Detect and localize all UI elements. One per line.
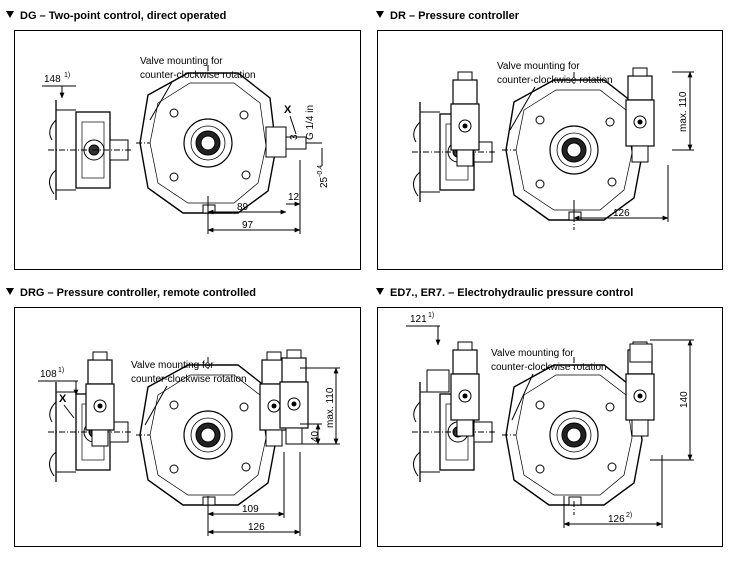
note-line-2: counter-clockwise rotation (491, 362, 607, 373)
dim-25: 25 (319, 176, 330, 188)
title-text: DG – Two-point control, direct operated (20, 10, 227, 22)
note-line-2: counter-clockwise rotation (497, 75, 613, 86)
dim-126: 126 (613, 208, 630, 219)
drg-annotations: Valve mounting for counter-clockwise rot… (38, 360, 340, 536)
dim-148: 148 (44, 74, 61, 85)
dg-side-view (47, 99, 133, 201)
bullet-triangle-icon (6, 288, 14, 295)
panel-title-dr: DR – Pressure controller (376, 10, 519, 22)
panel-frame-ed7 (377, 307, 723, 547)
dim-25-sup: -0.4 (317, 165, 324, 177)
dr-annotations: Valve mounting for counter-clockwise rot… (497, 61, 694, 222)
dr-side-view (411, 71, 497, 203)
note-line-1: Valve mounting for (131, 360, 214, 371)
bullet-triangle-icon (376, 11, 384, 18)
ed7-annotations: Valve mounting for counter-clockwise rot… (406, 312, 694, 528)
dg-annotations: Valve mounting for counter-clockwise rot… (42, 56, 330, 234)
panel-frame-dg (14, 30, 361, 270)
dim-max110: max. 110 (325, 387, 336, 428)
port-x-label: X (284, 104, 292, 116)
dim-126-sup: 2) (626, 512, 632, 519)
dim-108: 108 (40, 369, 57, 380)
dim-g14: G 1/4 in (305, 105, 316, 140)
ed7-side-view (411, 341, 497, 483)
panel-title-ed7: ED7., ER7. – Electrohydraulic pressure c… (376, 287, 633, 299)
note-line-1: Valve mounting for (491, 348, 574, 359)
note-line-1: Valve mounting for (497, 61, 580, 72)
panel-title-drg: DRG – Pressure controller, remote contro… (6, 287, 256, 299)
ed7-front-view (501, 341, 655, 516)
dim-126: 126 (608, 514, 625, 525)
panel-title-dg: DG – Two-point control, direct operated (6, 10, 226, 22)
title-text: DR – Pressure controller (390, 10, 519, 22)
dim-40: 40 (310, 430, 321, 442)
note-line-2: counter-clockwise rotation (131, 374, 247, 385)
dim-max110: max. 110 (678, 91, 689, 132)
bullet-triangle-icon (6, 11, 14, 18)
dim-126: 126 (248, 522, 265, 533)
bullet-triangle-icon (376, 288, 384, 295)
dim-121: 121 (410, 314, 427, 325)
dim-148-sup: 1) (64, 72, 70, 79)
port-x-label: X (59, 393, 67, 405)
panel-frame-drg (14, 307, 361, 547)
panel-frame-dr (377, 30, 723, 270)
dim-97: 97 (242, 220, 254, 231)
note-line-1: Valve mounting for (140, 56, 223, 67)
dim-89: 89 (237, 202, 249, 213)
title-text: ED7., ER7. – Electrohydraulic pressure c… (390, 287, 634, 299)
dim-140: 140 (679, 391, 690, 408)
dim-108-sup: 1) (58, 367, 64, 374)
dim-121-sup: 1) (428, 312, 434, 319)
title-text: DRG – Pressure controller, remote contro… (20, 287, 256, 299)
dim-3: 3 (289, 134, 300, 140)
dim-12: 12 (288, 192, 300, 203)
note-line-2: counter-clockwise rotation (140, 70, 256, 81)
dr-front-view (501, 67, 655, 231)
dim-109: 109 (242, 504, 259, 515)
dg-front-view (135, 64, 322, 224)
